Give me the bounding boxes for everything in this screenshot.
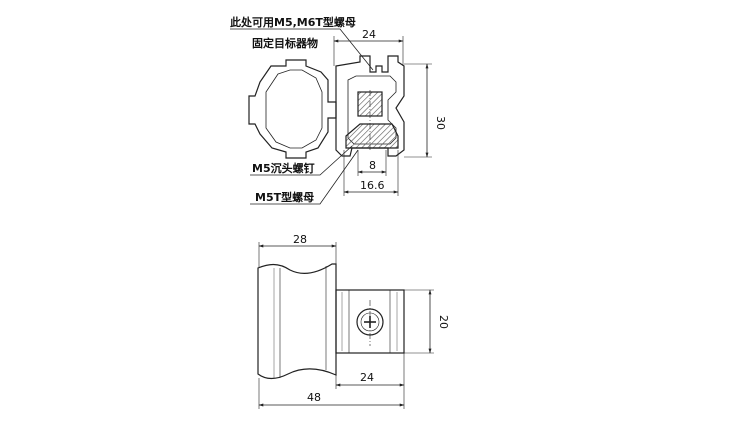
nut-body <box>345 123 399 149</box>
tube-inner <box>265 69 323 149</box>
front-view <box>257 242 434 409</box>
dim-top-bottom: 16.6 <box>360 179 385 192</box>
block-front <box>335 289 405 354</box>
nut-label: M5T型螺母 <box>255 190 314 204</box>
top-view-text: 此处可用M5,M6T型螺母 固定目标器物 M5沉头螺钉 M5T型螺母 24 30… <box>230 15 447 204</box>
note-line-1: 此处可用M5,M6T型螺母 <box>230 15 356 29</box>
dim-front-width: 28 <box>293 233 307 246</box>
dim-top-height: 30 <box>434 116 447 130</box>
note-line-2: 固定目标器物 <box>252 36 318 50</box>
dim-front-total: 48 <box>307 391 321 404</box>
top-view <box>230 28 432 205</box>
dim-top-width: 24 <box>362 28 376 41</box>
dim-front-side: 24 <box>360 371 374 384</box>
screw-label: M5沉头螺钉 <box>252 161 315 175</box>
tube-front <box>257 263 337 380</box>
note-leader <box>230 28 374 71</box>
dim-front-height: 20 <box>437 315 450 329</box>
nut-leader <box>250 149 359 205</box>
screw-leader <box>250 145 353 176</box>
tube-outline <box>248 59 337 159</box>
dim-top-inner: 8 <box>369 159 376 172</box>
front-view-text: 28 20 24 48 <box>293 233 450 404</box>
